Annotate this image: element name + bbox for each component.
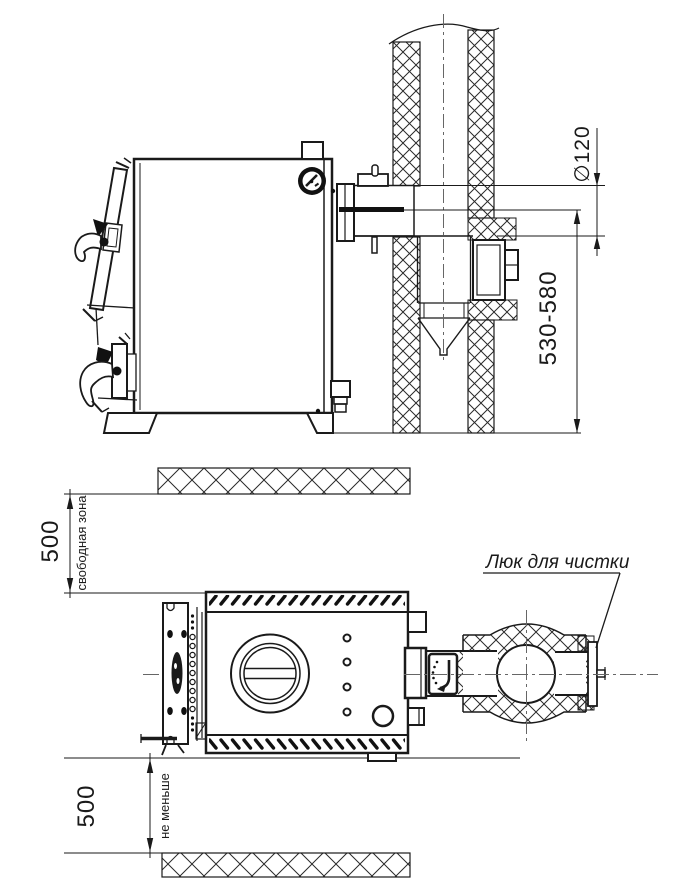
wall-top <box>157 467 411 495</box>
damper-rod-bottom <box>371 236 378 254</box>
plan-view: 500 свободная зона 500 не меньше <box>37 467 658 878</box>
cleaning-hatch-label: Люк для чистки <box>484 552 630 573</box>
flue-pipe <box>336 164 415 254</box>
dim-top-clearance: 500 свободная зона <box>37 489 360 598</box>
top-stub <box>301 141 324 160</box>
chimney-plan <box>458 623 606 724</box>
loading-hatch <box>230 633 310 714</box>
hinge-holes-open <box>189 633 196 713</box>
hinge-holes <box>190 614 195 732</box>
plan-centerlines <box>143 610 658 742</box>
dim-bottom-clearance: 500 не меньше <box>64 753 520 858</box>
pressure-gauge-icon <box>298 167 326 195</box>
dim-flue-height: 530-580 <box>333 209 581 434</box>
foot-left <box>102 412 159 434</box>
flue-diameter-text: ∅120 <box>571 125 594 182</box>
foot-right <box>305 412 334 434</box>
outlet-circle <box>371 704 395 728</box>
break-line <box>388 23 500 45</box>
wall-bottom <box>161 852 411 878</box>
tab-top-right <box>407 611 427 633</box>
cleanout-hatch-side <box>472 239 519 301</box>
tab-lower-right <box>407 707 425 726</box>
boiler-body-side <box>102 141 351 434</box>
front-door-plan <box>140 602 207 756</box>
tab-bottom <box>367 752 397 762</box>
leader-line <box>595 572 621 649</box>
top-clearance-value: 500 <box>37 519 64 562</box>
vent-holes <box>342 633 352 717</box>
flue-height-text: 530-580 <box>535 270 562 365</box>
damper-rod-top <box>371 164 379 177</box>
side-view: ∅120 530-580 <box>74 14 605 434</box>
door-handle-oval <box>171 652 183 694</box>
hatch-pin <box>596 669 606 678</box>
boiler-body-plan <box>204 590 427 762</box>
drain-fitting <box>330 380 351 413</box>
bottom-clearance-value: 500 <box>73 784 100 827</box>
lower-door-latch <box>79 332 138 413</box>
top-clearance-note: свободная зона <box>74 495 89 591</box>
dim-flue-diameter: ∅120 <box>354 125 605 256</box>
bottom-clearance-note: не меньше <box>157 773 172 839</box>
upper-door-handle <box>74 157 136 346</box>
cleaning-hatch-callout: Люк для чистки <box>483 552 630 649</box>
